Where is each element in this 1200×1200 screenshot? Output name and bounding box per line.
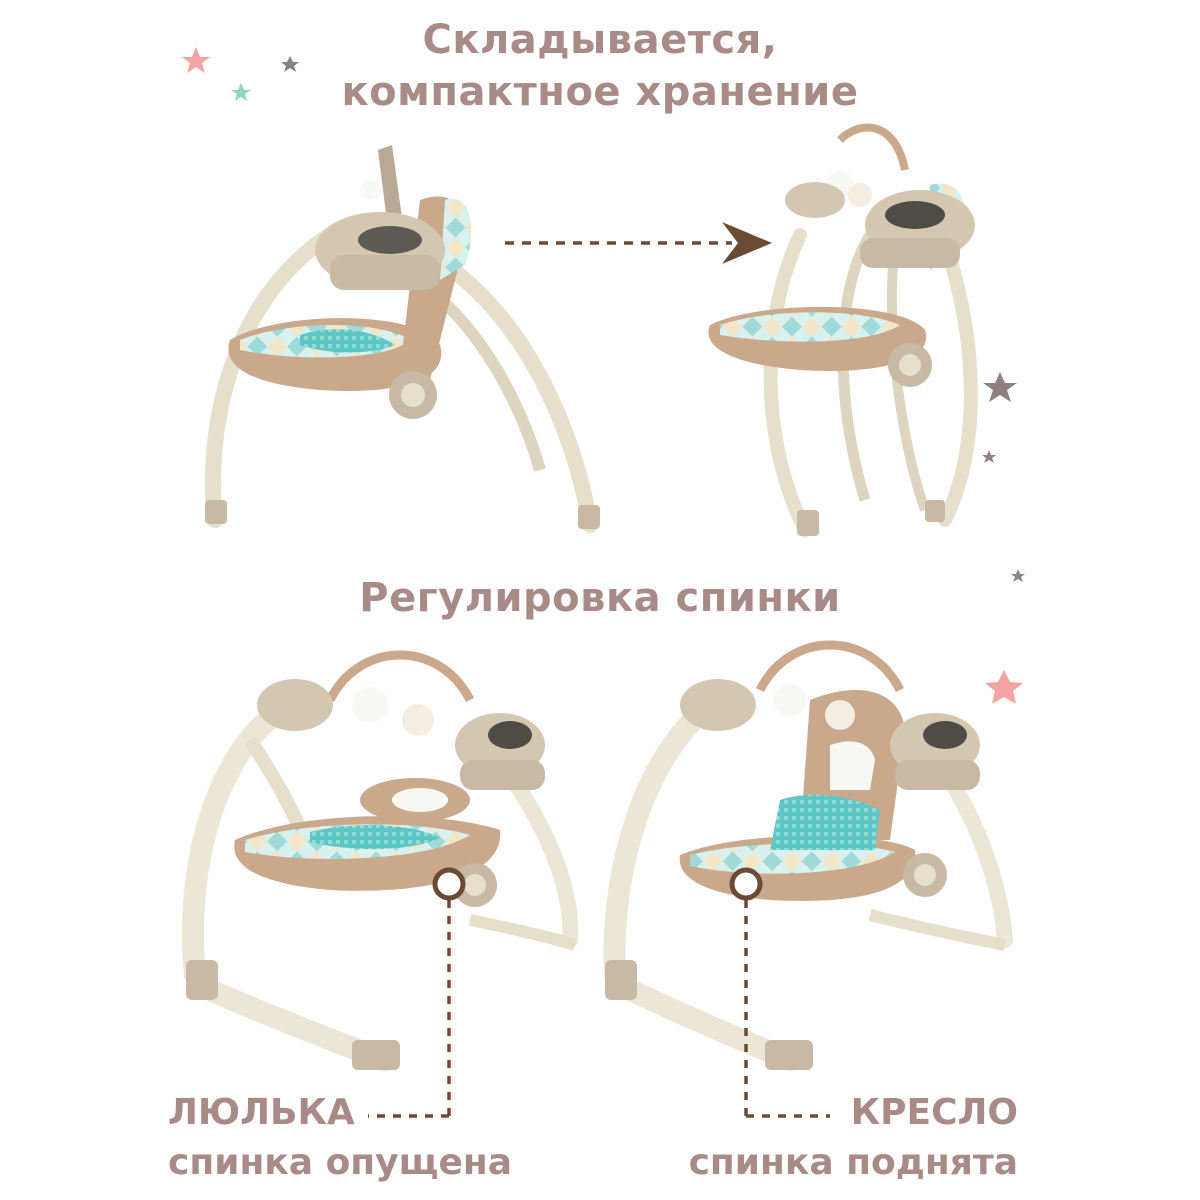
- star-icon: [281, 56, 299, 72]
- heading-fold-line2: компактное хранение: [341, 69, 859, 115]
- cradle-subtitle: спинка опущена: [168, 1142, 513, 1183]
- star-icon: [1011, 569, 1025, 582]
- star-icon: [982, 450, 996, 463]
- marker-circle-icon: [432, 867, 466, 901]
- swing-folded-view: [205, 145, 600, 533]
- star-icon: [231, 83, 251, 101]
- cradle-title: ЛЮЛЬКА: [168, 1092, 355, 1133]
- swing-chair-view: [603, 640, 1013, 1071]
- arrow-icon: [505, 222, 772, 264]
- marker-circle-icon: [729, 867, 763, 901]
- star-icon: [985, 670, 1023, 704]
- heading-fold-line1: Складывается,: [422, 17, 778, 63]
- callout-line-right: [744, 900, 830, 1118]
- heading-fold: Складывается, компактное хранение: [0, 14, 1200, 118]
- swing-cradle-view: [181, 650, 579, 1071]
- star-icon: [983, 372, 1017, 402]
- chair-title: КРЕСЛО: [850, 1092, 1018, 1133]
- callout-line-left: [368, 900, 451, 1118]
- chair-subtitle: спинка поднята: [688, 1142, 1018, 1183]
- heading-recline: Регулировка спинки: [359, 575, 841, 621]
- swing-open-view: [708, 123, 978, 537]
- star-icon: [182, 47, 210, 73]
